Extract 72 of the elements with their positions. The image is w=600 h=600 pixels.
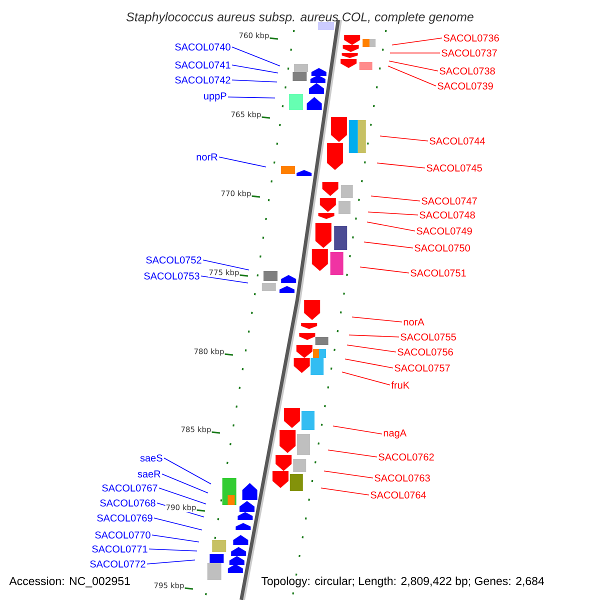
footer-text: Topology: circular; Length: 2,809,422 bp; Genes: 2,684 bbox=[260, 576, 546, 588]
leader-line bbox=[152, 534, 200, 542]
leader-line bbox=[200, 276, 248, 284]
gene-label: SACOL0764 bbox=[370, 491, 426, 499]
gene-label: SACOL0770 bbox=[95, 531, 150, 539]
leader-line bbox=[366, 222, 416, 232]
gene-label: SACOL0750 bbox=[414, 244, 470, 252]
leader-line bbox=[370, 196, 420, 202]
gene-label: SACOL0753 bbox=[144, 272, 200, 280]
gene-label: SACOL0744 bbox=[430, 137, 486, 145]
gene-label: SACOL0745 bbox=[426, 164, 482, 172]
gene-label: SACOL0737 bbox=[442, 49, 497, 57]
leader-line bbox=[324, 470, 374, 478]
gene-label: SACOL0756 bbox=[398, 348, 453, 356]
gene-label: SACOL0767 bbox=[102, 484, 158, 492]
leader-line bbox=[344, 358, 394, 368]
gene-label: SACOL0742 bbox=[175, 76, 230, 84]
leader-line bbox=[390, 52, 440, 54]
leader-line bbox=[162, 474, 208, 494]
leader-line bbox=[146, 560, 196, 564]
gene-label: SACOL0738 bbox=[440, 67, 495, 75]
gene-label: SACOL0736 bbox=[444, 34, 499, 42]
gene-label: SACOL0751 bbox=[410, 269, 466, 277]
gene-label: SACOL0763 bbox=[374, 474, 430, 482]
leader-line bbox=[388, 66, 436, 86]
gene-label: SACOL0739 bbox=[438, 82, 493, 90]
leader-line bbox=[364, 242, 414, 248]
leader-line bbox=[332, 426, 382, 434]
gene-label: uppP bbox=[204, 92, 226, 102]
leader-line bbox=[158, 488, 206, 504]
gene-label: SACOL0772 bbox=[90, 560, 146, 568]
leader-line bbox=[376, 162, 426, 168]
leader-line bbox=[380, 136, 428, 142]
gene-label: SACOL0752 bbox=[146, 256, 202, 264]
leader-line bbox=[228, 96, 276, 98]
gene-label: SACOL0747 bbox=[422, 197, 477, 205]
leader-line bbox=[202, 260, 250, 270]
gene-label: saeR bbox=[138, 470, 160, 478]
footer-text: Accession: NC_002951 bbox=[8, 576, 132, 588]
leader-line bbox=[368, 212, 418, 216]
gene-label: SACOL0769 bbox=[97, 514, 152, 522]
leader-line bbox=[320, 488, 370, 496]
gene-label: SACOL0762 bbox=[378, 453, 434, 461]
leader-line bbox=[154, 518, 202, 530]
title: Staphylococcus aureus subsp. aureus COL, complete genome bbox=[126, 12, 474, 24]
leader-line bbox=[388, 60, 438, 72]
gene-label: nagA bbox=[384, 430, 407, 438]
gene-label: SACOL0741 bbox=[175, 61, 230, 69]
gene-label: SACOL0740 bbox=[175, 43, 230, 51]
leader-line bbox=[392, 38, 442, 46]
leader-line bbox=[348, 334, 400, 338]
leader-line bbox=[342, 372, 390, 386]
gene-label: saeS bbox=[140, 454, 162, 462]
leader-line bbox=[346, 344, 396, 352]
gene-label: SACOL0771 bbox=[92, 545, 148, 553]
gene-label: SACOL0749 bbox=[416, 227, 472, 235]
gene-label: norA bbox=[404, 318, 424, 326]
leader-line bbox=[148, 548, 198, 552]
leader-line bbox=[328, 450, 378, 458]
leader-line bbox=[232, 64, 278, 74]
gene-label: SACOL0757 bbox=[394, 364, 450, 372]
leader-line bbox=[232, 46, 280, 66]
gene-label: norR bbox=[196, 154, 218, 160]
gene-label: SACOL0748 bbox=[420, 211, 475, 219]
gene-label: SACOL0768 bbox=[100, 499, 156, 507]
gene-label: fruK bbox=[391, 381, 410, 389]
leader-line bbox=[232, 80, 278, 82]
leader-line bbox=[352, 316, 402, 322]
leader-line bbox=[164, 458, 212, 484]
gene-label: SACOL0755 bbox=[400, 333, 456, 341]
leader-line bbox=[218, 156, 266, 168]
leader-line bbox=[360, 266, 410, 274]
